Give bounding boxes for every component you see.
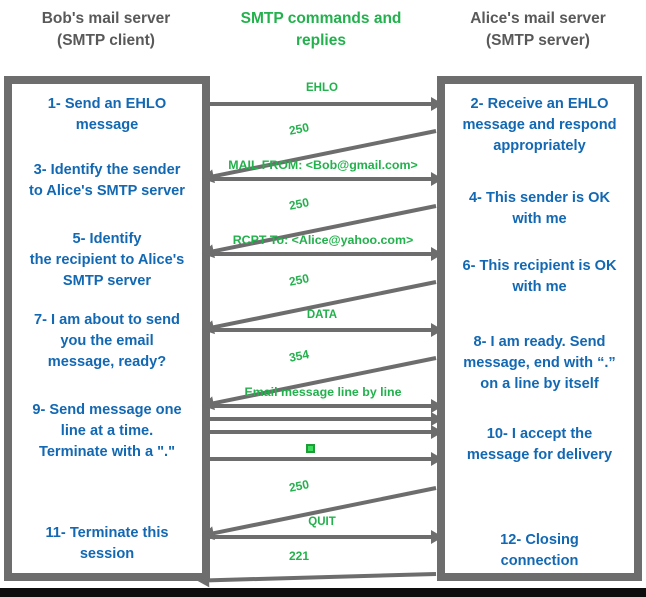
header-server: Alice's mail server (SMTP server) xyxy=(470,10,606,50)
label-reply-250-c: 250 xyxy=(287,271,311,289)
arrow-quit xyxy=(208,530,443,544)
label-quit: QUIT xyxy=(308,516,336,528)
arrow-data xyxy=(208,323,443,337)
arrow-reply-250-d xyxy=(200,486,437,543)
client-step-9: 9- Send message one line at a time. Term… xyxy=(32,402,182,460)
arrow-reply-221 xyxy=(196,572,437,588)
arrow-ehlo xyxy=(208,97,443,111)
header-client: Bob's mail server (SMTP client) xyxy=(41,10,171,50)
label-rcpt-to: RCPT To: <Alice@yahoo.com> xyxy=(232,233,414,247)
message-lane: EHLO 250 MAIL FROM: <Bob@gmail.com> 250 … xyxy=(196,76,443,588)
server-step-6: 6- This recipient is OK with me xyxy=(462,258,617,295)
arrow-body-3 xyxy=(208,425,443,439)
arrow-body-1 xyxy=(208,399,443,413)
arrow-body-4 xyxy=(208,452,443,466)
client-panel: 1- Send an EHLO message 3- Identify the … xyxy=(4,76,210,581)
client-step-5: 5- Identify the recipient to Alice's SMT… xyxy=(29,231,185,289)
arrow-body-2 xyxy=(208,412,443,426)
bottom-strip xyxy=(0,588,646,597)
label-reply-221: 221 xyxy=(288,549,310,563)
header-center: SMTP commands and replies xyxy=(240,10,402,50)
server-step-12: 12- Closing connection xyxy=(500,532,579,569)
client-step-7: 7- I am about to send you the email mess… xyxy=(34,312,180,370)
client-step-3: 3- Identify the sender to Alice's SMTP s… xyxy=(29,162,185,199)
label-email-body: Email message line by line xyxy=(244,385,402,399)
client-step-11: 11- Terminate this session xyxy=(45,525,169,562)
label-ehlo: EHLO xyxy=(306,82,338,94)
arrow-rcpt-to xyxy=(208,247,443,261)
arrow-reply-250-c xyxy=(200,280,437,337)
label-reply-250-d: 250 xyxy=(287,477,311,495)
label-data: DATA xyxy=(306,309,338,321)
server-step-10: 10- I accept the message for delivery xyxy=(466,426,613,463)
server-step-2: 2- Receive an EHLO message and respond a… xyxy=(462,96,617,154)
label-mail-from: MAIL FROM: <Bob@gmail.com> xyxy=(228,158,418,172)
arrow-mail-from xyxy=(208,172,443,186)
label-reply-250-b: 250 xyxy=(287,195,311,213)
label-reply-250-a: 250 xyxy=(287,120,311,138)
period-terminator-marker xyxy=(306,444,315,453)
client-step-1: 1- Send an EHLO message xyxy=(47,96,167,133)
label-reply-354: 354 xyxy=(287,347,311,365)
server-panel: 2- Receive an EHLO message and respond a… xyxy=(437,76,642,581)
server-step-4: 4- This sender is OK with me xyxy=(468,190,611,227)
server-step-8: 8- I am ready. Send message, end with “.… xyxy=(463,334,616,392)
